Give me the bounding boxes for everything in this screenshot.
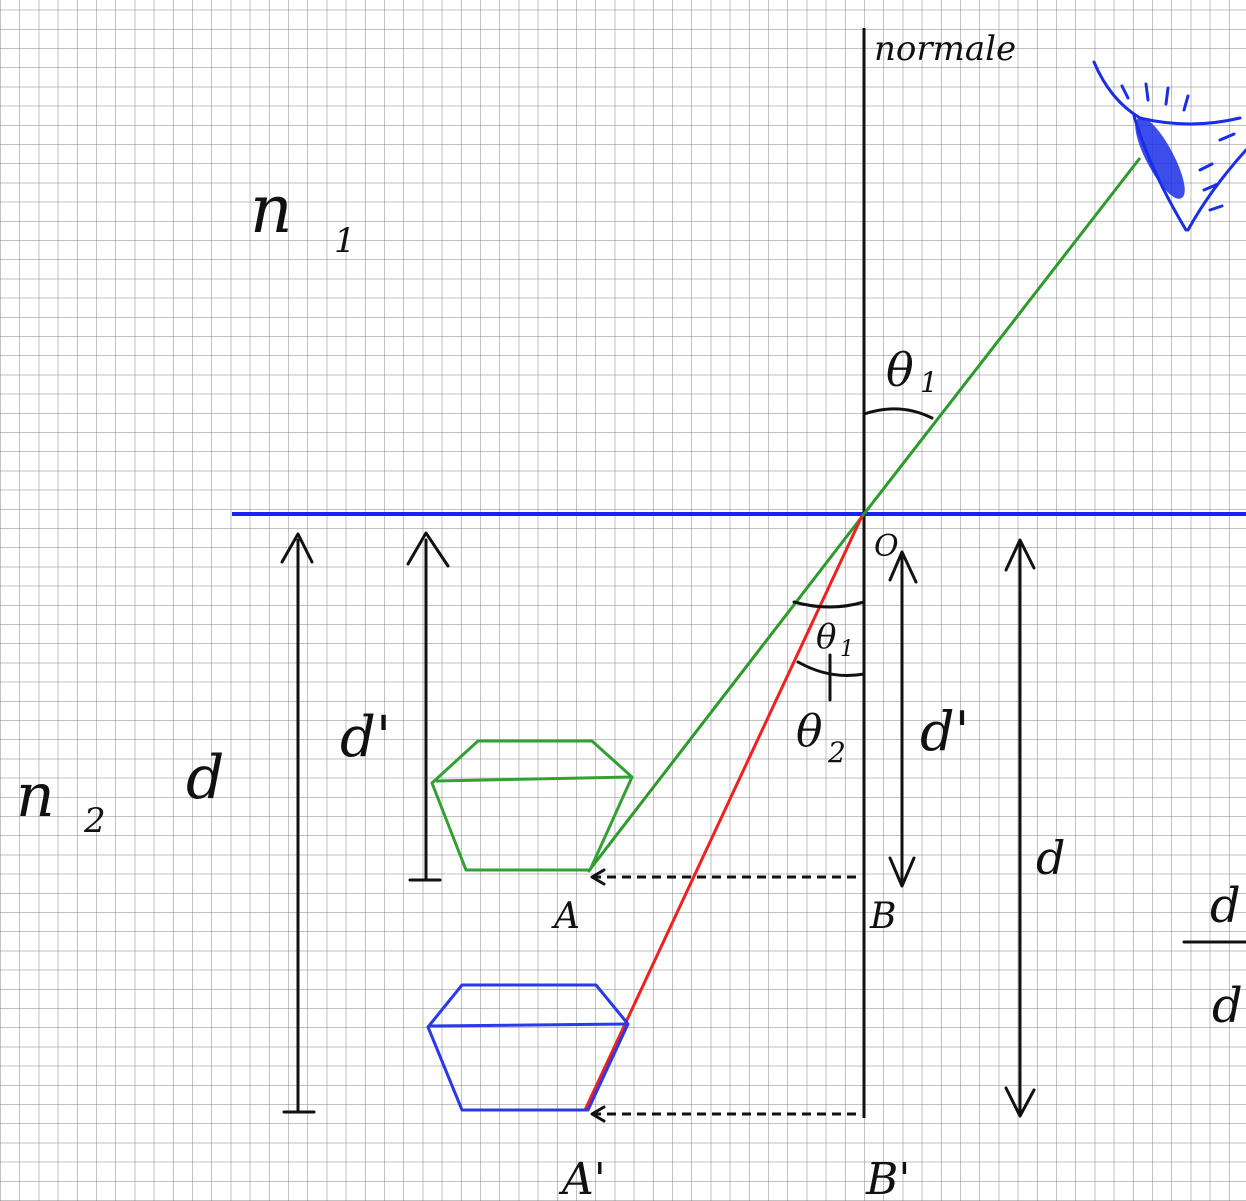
point-b-prime-label: B' bbox=[865, 1154, 910, 1201]
theta2-subscript: 2 bbox=[827, 736, 846, 769]
angle-arc-theta1-top bbox=[862, 407, 934, 420]
theta1-bottom-label: θ bbox=[816, 617, 836, 657]
theta1-top-label: θ bbox=[886, 343, 914, 397]
arrow-d-prime-left bbox=[406, 531, 450, 882]
arrow-d-right bbox=[1004, 538, 1036, 1118]
green-ray-lower bbox=[586, 513, 866, 873]
point-a-label: A bbox=[551, 896, 580, 937]
theta2-label: θ bbox=[796, 706, 823, 757]
green-ray-upper bbox=[862, 157, 1142, 515]
point-a-prime-label: A' bbox=[558, 1154, 606, 1201]
cutoff-denominator: d bbox=[1212, 978, 1243, 1034]
d-prime-left-label: d' bbox=[340, 705, 391, 770]
red-refracted-ray bbox=[583, 515, 864, 1111]
d-right-label: d bbox=[1036, 831, 1065, 885]
real-object bbox=[426, 983, 630, 1112]
medium2-label: n bbox=[16, 761, 55, 831]
apparent-object bbox=[430, 739, 634, 872]
dashed-arrowhead-a-prime bbox=[590, 1105, 606, 1123]
theta1-top-subscript: 1 bbox=[920, 366, 938, 399]
dashed-arrowhead-a bbox=[590, 868, 606, 886]
medium1-label: n bbox=[250, 171, 293, 248]
arrow-d-left bbox=[280, 532, 316, 1114]
normal-label: normale bbox=[874, 29, 1016, 69]
d-left-label: d bbox=[186, 743, 224, 813]
medium2-subscript: 2 bbox=[83, 801, 106, 841]
point-b-label: B bbox=[869, 896, 896, 937]
theta1-bottom-subscript: 1 bbox=[840, 637, 854, 662]
d-prime-right-label: d' bbox=[920, 700, 969, 763]
angle-arc-theta1-bottom bbox=[792, 600, 866, 609]
eye-icon bbox=[1092, 60, 1246, 232]
arrow-d-prime-right bbox=[888, 550, 918, 888]
cutoff-numerator: d bbox=[1210, 878, 1241, 934]
medium1-subscript: 1 bbox=[334, 221, 356, 261]
origin-label: O bbox=[874, 529, 899, 564]
